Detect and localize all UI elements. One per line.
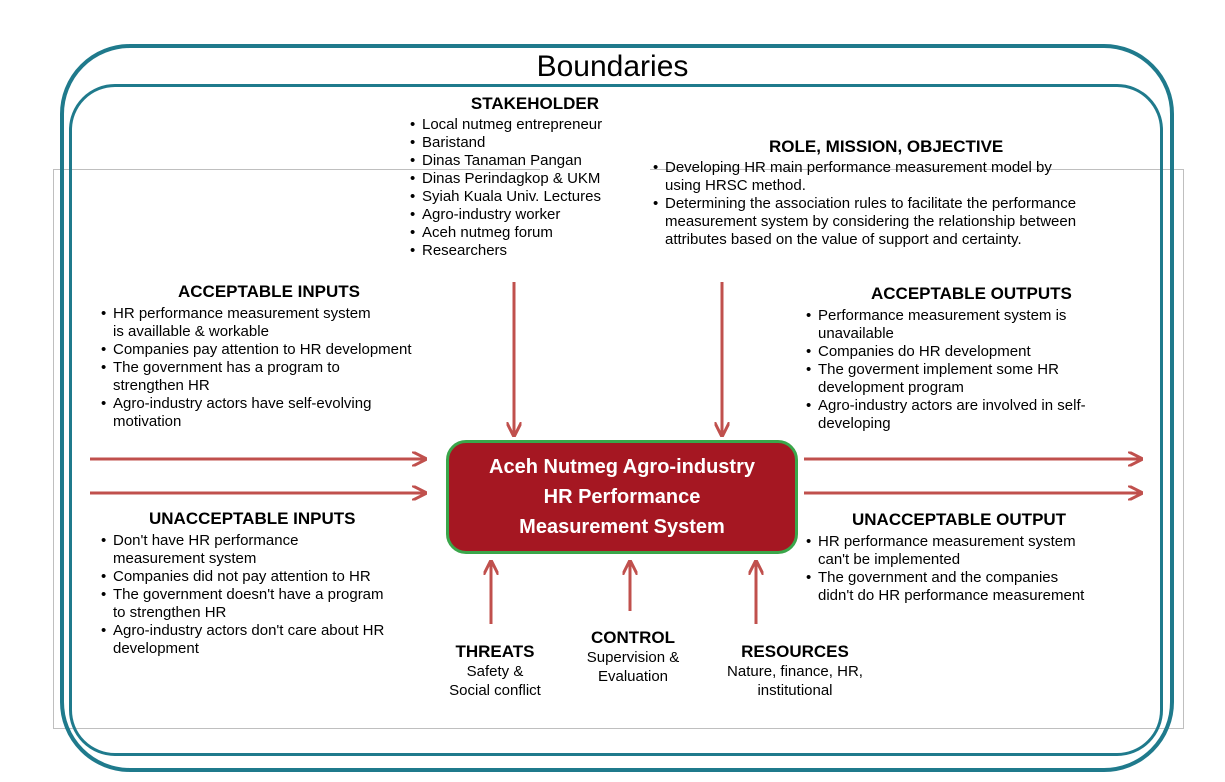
central-system-label: Aceh Nutmeg Agro-industry HR Performance… [462, 452, 782, 542]
list-item: HR performance measurement system can't … [806, 533, 1146, 569]
control-block: CONTROL Supervision & Evaluation [568, 627, 698, 686]
line: is availlable & workable [113, 323, 269, 340]
unacceptable-inputs-heading: UNACCEPTABLE INPUTS [149, 509, 356, 528]
line: Social conflict [449, 682, 541, 699]
line: didn't do HR performance measurement [818, 587, 1085, 604]
inner-boundary-frame [69, 84, 1163, 756]
line: HR performance measurement system [818, 533, 1076, 550]
outer-boundary-frame [60, 44, 1174, 772]
unacceptable-output-list: HR performance measurement system can't … [806, 533, 1146, 605]
list-item: Agro-industry actors have self-evolving … [101, 395, 461, 431]
list-item: Dinas Perindagkop & UKM [410, 170, 660, 188]
unacceptable-output-heading: UNACCEPTABLE OUTPUT [852, 510, 1067, 529]
list-item: The government and the companies didn't … [806, 569, 1146, 605]
line: Agro-industry actors don't care about HR [113, 622, 385, 639]
line: Agro-industry actors have self-evolving [113, 395, 372, 412]
list-item: Developing HR main performance measureme… [653, 159, 1153, 195]
line: using HRSC method. [665, 177, 806, 194]
line: Agro-industry actors are involved in sel… [818, 397, 1086, 414]
line: Supervision & [586, 649, 680, 666]
list-item: Local nutmeg entrepreneur [410, 116, 660, 134]
diagram-title: Boundaries [536, 50, 689, 83]
line: motivation [113, 413, 182, 430]
line: Performance measurement system is [818, 307, 1067, 324]
role-heading: ROLE, MISSION, OBJECTIVE [769, 137, 1004, 156]
line: Don't have HR performance [113, 532, 299, 549]
list-item: The government has a program to strength… [101, 359, 461, 395]
list-item: Companies do HR development [806, 343, 1146, 361]
control-heading: CONTROL [590, 628, 676, 647]
line: Measurement System [519, 516, 725, 538]
line: developing [818, 415, 891, 432]
list-item: Researchers [410, 242, 660, 260]
list-item: Companies pay attention to HR developmen… [101, 341, 461, 359]
list-item: Aceh nutmeg forum [410, 224, 660, 242]
list-item: Agro-industry actors are involved in sel… [806, 397, 1146, 433]
list-item: Don't have HR performance measurement sy… [101, 532, 441, 568]
list-item: The government doesn't have a program to… [101, 586, 441, 622]
resources-block: RESOURCES Nature, finance, HR, instituti… [700, 641, 890, 700]
acceptable-outputs-block: ACCEPTABLE OUTPUTS Performance measureme… [806, 284, 1146, 433]
stakeholder-heading: STAKEHOLDER [470, 94, 600, 113]
line: attributes based on the value of support… [665, 231, 1022, 248]
line: Aceh Nutmeg Agro-industry [489, 456, 755, 478]
acceptable-inputs-block: ACCEPTABLE INPUTS HR performance measure… [101, 282, 461, 431]
unacceptable-inputs-list: Don't have HR performance measurement sy… [101, 532, 441, 658]
unacceptable-inputs-block: UNACCEPTABLE INPUTS Don't have HR perfor… [101, 509, 441, 658]
line: measurement system [113, 550, 257, 567]
line: Nature, finance, HR, [727, 663, 863, 680]
line: Evaluation [597, 668, 669, 685]
line: to strengthen HR [113, 604, 227, 621]
resources-heading: RESOURCES [741, 642, 849, 661]
stakeholder-block: STAKEHOLDER Local nutmeg entrepreneur Ba… [410, 94, 660, 260]
threats-heading: THREATS [455, 642, 535, 661]
stakeholder-list: Local nutmeg entrepreneur Baristand Dina… [410, 116, 660, 260]
line: development program [818, 379, 964, 396]
list-item: Baristand [410, 134, 660, 152]
acceptable-outputs-list: Performance measurement system is unavai… [806, 307, 1146, 433]
line: Determining the association rules to fac… [665, 195, 1077, 212]
list-item: Syiah Kuala Univ. Lectures [410, 188, 660, 206]
line: measurement system by considering the re… [665, 213, 1077, 230]
list-item: Dinas Tanaman Pangan [410, 152, 660, 170]
list-item: Performance measurement system is unavai… [806, 307, 1146, 343]
list-item: HR performance measurement system is ava… [101, 305, 461, 341]
line: The government doesn't have a program [113, 586, 384, 603]
list-item: Companies did not pay attention to HR [101, 568, 441, 586]
line: The goverment implement some HR [818, 361, 1059, 378]
line: Safety & [466, 663, 524, 680]
list-item: Agro-industry worker [410, 206, 660, 224]
line: Companies do HR development [818, 343, 1031, 360]
line: Developing HR main performance measureme… [665, 159, 1052, 176]
acceptable-inputs-heading: ACCEPTABLE INPUTS [178, 282, 360, 301]
list-item: The goverment implement some HR developm… [806, 361, 1146, 397]
line: institutional [757, 682, 833, 699]
line: development [113, 640, 199, 657]
line: strengthen HR [113, 377, 210, 394]
line: can't be implemented [818, 551, 961, 568]
line: The government has a program to [113, 359, 340, 376]
line: HR Performance [543, 486, 701, 508]
line: unavailable [818, 325, 894, 342]
threats-block: THREATS Safety & Social conflict [430, 641, 560, 700]
unacceptable-output-block: UNACCEPTABLE OUTPUT HR performance measu… [806, 510, 1146, 605]
list-item: Determining the association rules to fac… [653, 195, 1153, 249]
central-system-box: Aceh Nutmeg Agro-industry HR Performance… [446, 440, 798, 554]
line: HR performance measurement system [113, 305, 371, 322]
acceptable-inputs-list: HR performance measurement system is ava… [101, 305, 461, 431]
role-block: ROLE, MISSION, OBJECTIVE Developing HR m… [653, 137, 1153, 249]
line: The government and the companies [818, 569, 1059, 586]
list-item: Agro-industry actors don't care about HR… [101, 622, 441, 658]
line: Companies did not pay attention to HR [113, 568, 371, 585]
role-list: Developing HR main performance measureme… [653, 159, 1153, 249]
line: Companies pay attention to HR developmen… [113, 341, 412, 358]
acceptable-outputs-heading: ACCEPTABLE OUTPUTS [871, 284, 1072, 303]
